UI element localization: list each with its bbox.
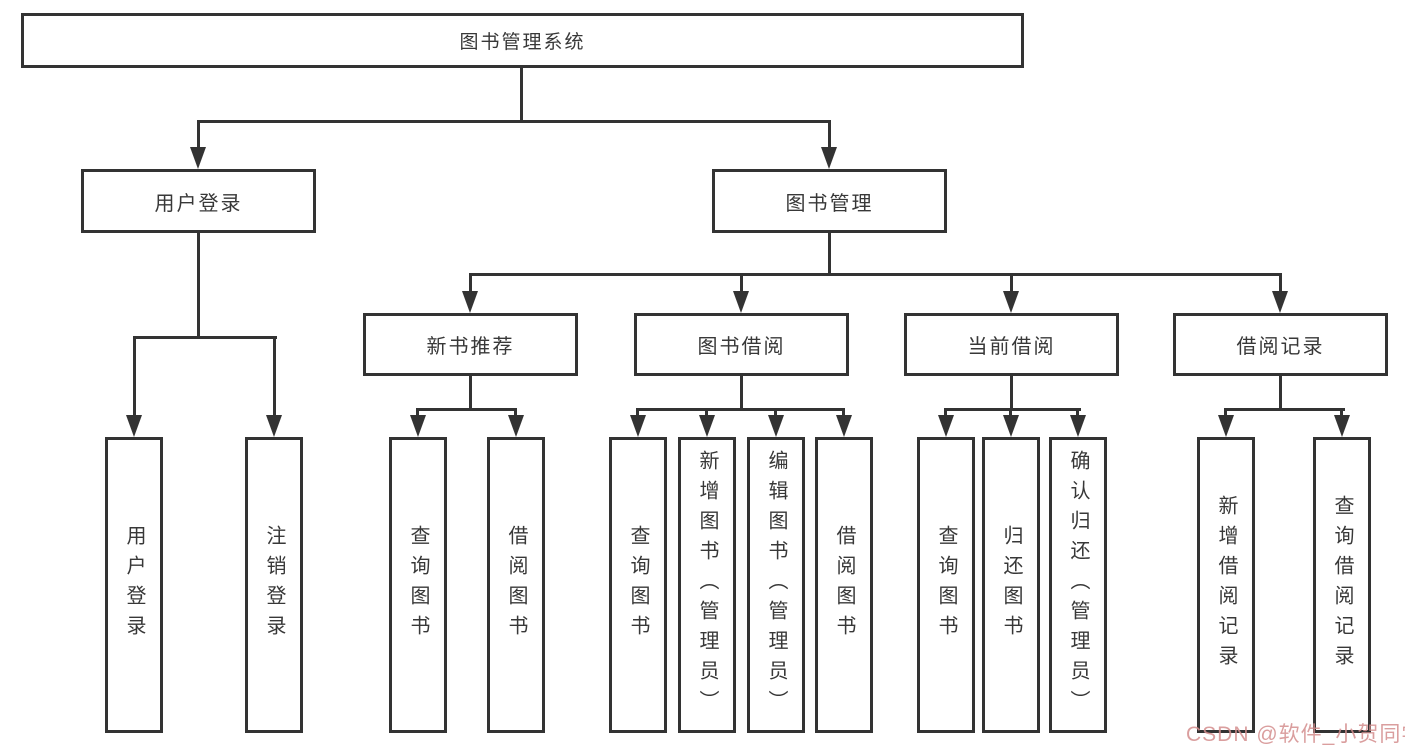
connector-vline [1010,273,1013,293]
connector-vline [273,336,276,417]
connector-vline [944,408,947,417]
arrowhead-down [1334,415,1350,437]
connector-vline [740,374,743,411]
connector-vline [705,408,708,417]
node-root: 图书管理系统 [21,13,1024,68]
connector-hline [469,273,1282,276]
arrowhead-down [508,415,524,437]
connector-vline [1340,408,1343,417]
arrowhead-down [699,415,715,437]
node-current-borrow: 当前借阅 [904,313,1119,376]
leaf-logout: 注销登录 [245,437,303,733]
leaf-current-query: 查询图书 [917,437,975,733]
arrowhead-down [1003,291,1019,313]
connector-vline [1010,374,1013,411]
connector-vline [842,408,845,417]
connector-vline [469,374,472,411]
arrowhead-down [462,291,478,313]
connector-vline [828,120,831,149]
arrowhead-down [836,415,852,437]
arrowhead-down [1272,291,1288,313]
connector-vline [740,273,743,293]
leaf-records-add: 新增借阅记录 [1197,437,1255,733]
arrowhead-down [126,415,142,437]
leaf-borrow-edit-admin: 编辑图书（管理员） [747,437,805,733]
leaf-borrow-borrow: 借阅图书 [815,437,873,733]
connector-vline [828,231,831,276]
connector-hline [944,408,1081,411]
leaf-new-books-query: 查询图书 [389,437,447,733]
arrowhead-down [1218,415,1234,437]
connector-vline [636,408,639,417]
connector-hline [1224,408,1345,411]
arrowhead-down [1003,415,1019,437]
leaf-new-books-borrow: 借阅图书 [487,437,545,733]
connector-vline [1279,273,1282,293]
arrowhead-down [410,415,426,437]
connector-hline [197,120,831,123]
leaf-records-query: 查询借阅记录 [1313,437,1371,733]
leaf-user-login: 用户登录 [105,437,163,733]
csdn-watermark: CSDN @软件_小贺同学 [1186,723,1405,746]
arrowhead-down [266,415,282,437]
arrowhead-down [938,415,954,437]
arrowhead-down [733,291,749,313]
connector-vline [416,408,419,417]
node-borrow-records: 借阅记录 [1173,313,1388,376]
connector-vline [469,273,472,293]
leaf-borrow-query: 查询图书 [609,437,667,733]
arrowhead-down [1070,415,1086,437]
connector-hline [416,408,517,411]
connector-vline [774,408,777,417]
connector-vline [1009,408,1012,417]
connector-hline [133,336,277,339]
leaf-borrow-add-admin: 新增图书（管理员） [678,437,736,733]
connector-vline [197,120,200,149]
connector-vline [133,336,136,417]
arrowhead-down [630,415,646,437]
connector-vline [520,66,523,123]
connector-vline [197,231,200,339]
connector-vline [514,408,517,417]
node-book-borrow: 图书借阅 [634,313,849,376]
leaf-current-return: 归还图书 [982,437,1040,733]
arrowhead-down [821,147,837,169]
connector-hline [636,408,845,411]
connector-vline [1224,408,1227,417]
node-book-mgmt: 图书管理 [712,169,947,233]
node-new-books: 新书推荐 [363,313,578,376]
node-user-login: 用户登录 [81,169,316,233]
connector-vline [1076,408,1079,417]
arrowhead-down [768,415,784,437]
leaf-current-confirm-admin: 确认归还（管理员） [1049,437,1107,733]
connector-vline [1279,374,1282,411]
arrowhead-down [190,147,206,169]
